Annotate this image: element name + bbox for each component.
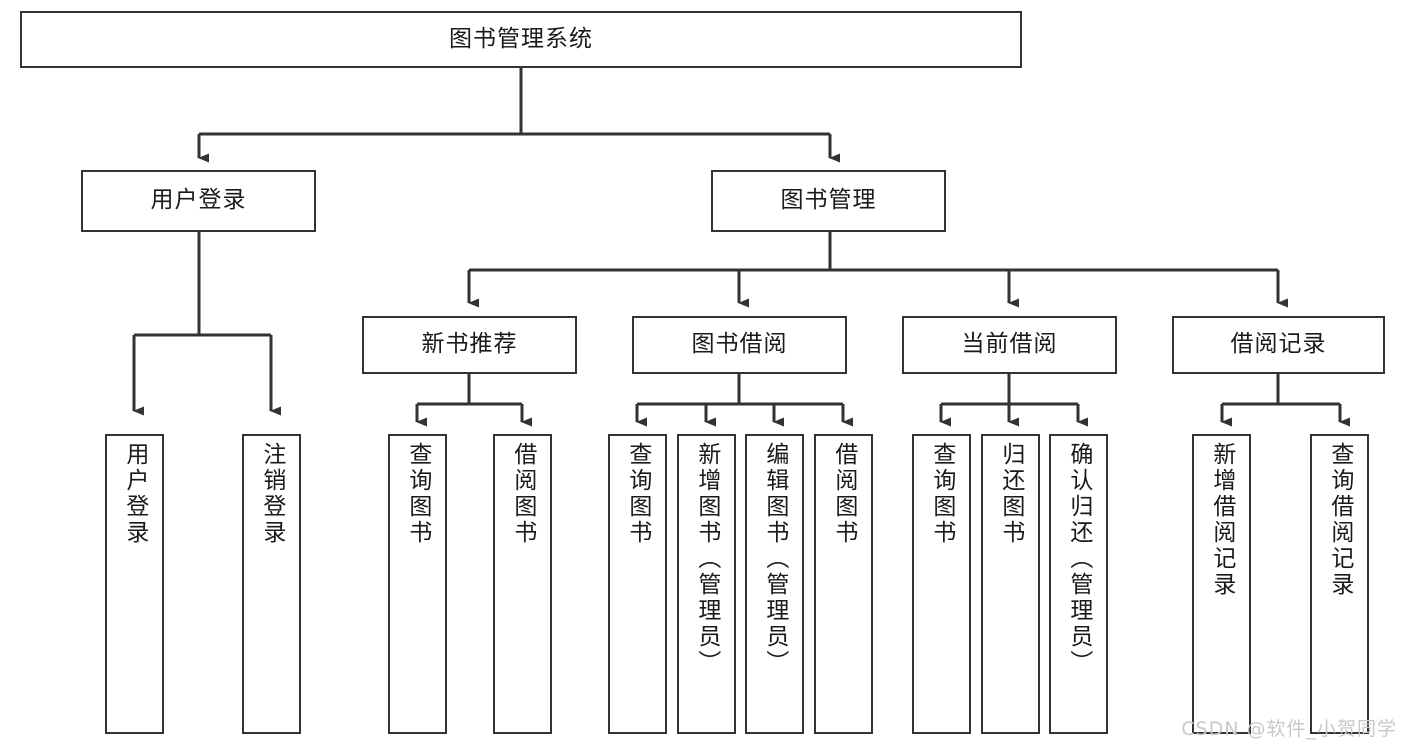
node-borrow-records[interactable]: 借阅记录 — [1172, 316, 1385, 374]
node-label: 借阅图书 — [830, 442, 857, 546]
node-label: 新书推荐 — [421, 331, 518, 358]
node-label: 用户登录 — [150, 187, 247, 214]
leaf-borrow-records-add[interactable]: 新增借阅记录 — [1192, 434, 1251, 734]
node-label: 当前借阅 — [961, 331, 1058, 358]
node-current-borrow[interactable]: 当前借阅 — [902, 316, 1117, 374]
leaf-new-book-query[interactable]: 查询图书 — [388, 434, 447, 734]
leaf-book-borrow-borrow[interactable]: 借阅图书 — [814, 434, 873, 734]
node-label: 图书管理 — [780, 187, 877, 214]
node-user-login[interactable]: 用户登录 — [81, 170, 316, 232]
leaf-borrow-records-query[interactable]: 查询借阅记录 — [1310, 434, 1369, 734]
node-label: 查询借阅记录 — [1326, 442, 1353, 598]
leaf-new-book-borrow[interactable]: 借阅图书 — [493, 434, 552, 734]
node-label: 查询图书 — [624, 442, 651, 546]
node-label: 注销登录 — [258, 442, 285, 546]
node-book-management[interactable]: 图书管理 — [711, 170, 946, 232]
node-label: 用户登录 — [121, 442, 148, 546]
leaf-current-borrow-query[interactable]: 查询图书 — [912, 434, 971, 734]
node-label: 查询图书 — [928, 442, 955, 546]
leaf-book-borrow-add[interactable]: 新增图书（管理员） — [677, 434, 736, 734]
node-label: 新增图书（管理员） — [693, 442, 720, 676]
node-label: 借阅记录 — [1230, 331, 1327, 358]
node-label: 归还图书 — [997, 442, 1024, 546]
node-new-book-recommend[interactable]: 新书推荐 — [362, 316, 577, 374]
leaf-current-borrow-return[interactable]: 归还图书 — [981, 434, 1040, 734]
node-label: 图书管理系统 — [449, 25, 593, 52]
leaf-book-borrow-query[interactable]: 查询图书 — [608, 434, 667, 734]
node-label: 查询图书 — [404, 442, 431, 546]
watermark-text: CSDN @软件_小贺同学 — [1181, 718, 1397, 740]
leaf-user-login-login[interactable]: 用户登录 — [105, 434, 164, 734]
node-label: 编辑图书（管理员） — [761, 442, 788, 676]
leaf-book-borrow-edit[interactable]: 编辑图书（管理员） — [745, 434, 804, 734]
node-label: 图书借阅 — [691, 331, 788, 358]
node-label: 新增借阅记录 — [1208, 442, 1235, 598]
node-root-system[interactable]: 图书管理系统 — [20, 11, 1022, 68]
leaf-current-borrow-confirm-return[interactable]: 确认归还（管理员） — [1049, 434, 1108, 734]
node-label: 借阅图书 — [509, 442, 536, 546]
leaf-user-login-logout[interactable]: 注销登录 — [242, 434, 301, 734]
node-label: 确认归还（管理员） — [1065, 442, 1092, 676]
node-book-borrow[interactable]: 图书借阅 — [632, 316, 847, 374]
